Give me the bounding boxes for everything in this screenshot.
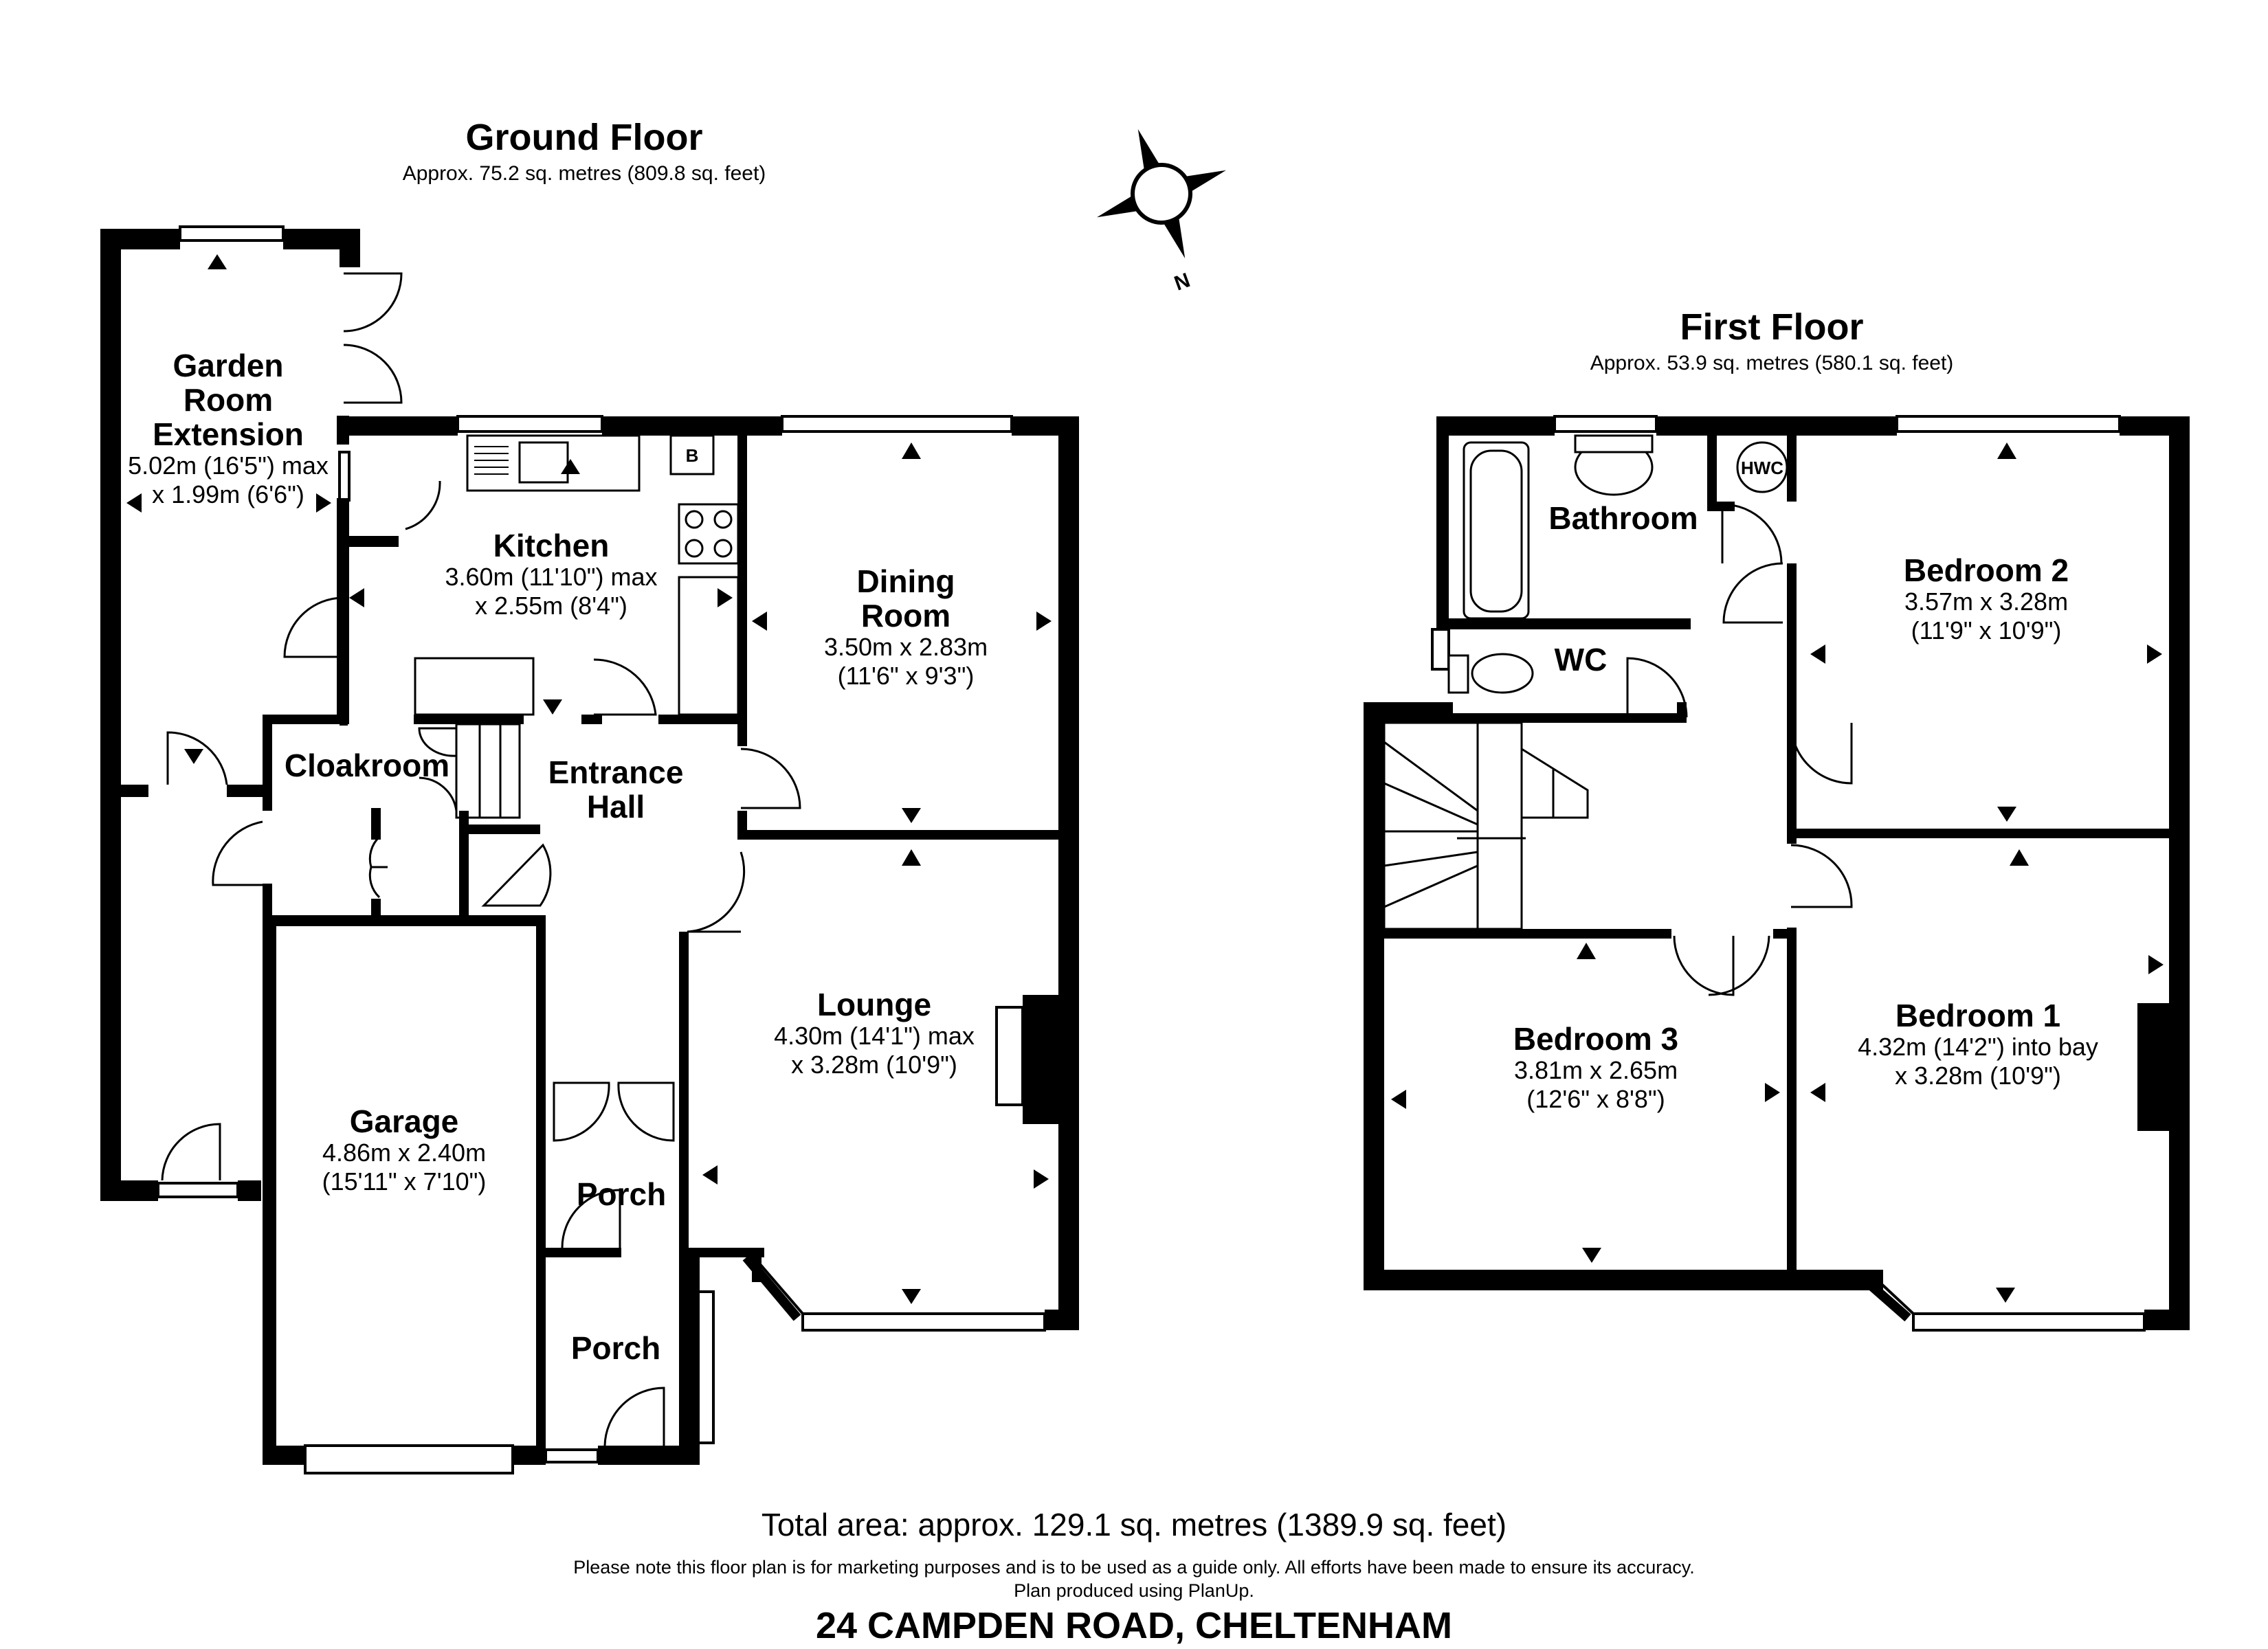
hot-water-cylinder-icon: [1736, 441, 1788, 493]
bedroom-3-dimensions: 3.81m x 2.65m: [1514, 1056, 1678, 1084]
lounge-dimensions: 4.30m (14'1") max: [774, 1022, 975, 1050]
ground-floor-doors: [161, 272, 801, 1446]
garden-room-dimensions: x 1.99m (6'6"): [152, 480, 304, 508]
kitchen-fixtures: [414, 434, 740, 716]
entrance-hall-name: Hall: [587, 789, 645, 824]
entrance-hall-name: Entrance: [548, 754, 684, 790]
dining-room-name: Room: [861, 598, 950, 633]
boiler-icon: [669, 434, 715, 475]
garage-dimensions: (15'11" x 7'10"): [322, 1167, 487, 1196]
ground-floor-windows: [157, 225, 1046, 1474]
compass-icon: N: [1097, 129, 1226, 295]
bedroom-3-dimensions: (12'6" x 8'8"): [1526, 1085, 1665, 1113]
address: 24 CAMPDEN ROAD, CHELTENHAM: [816, 1605, 1452, 1646]
disclaimer-line-1: Please note this floor plan is for marke…: [573, 1557, 1694, 1578]
garden-room-dimensions: 5.02m (16'5") max: [128, 451, 329, 480]
ground-floor-walls: [100, 229, 1079, 1465]
dining-room-dimensions: 3.50m x 2.83m: [824, 633, 988, 661]
bathroom-name: Bathroom: [1548, 500, 1698, 536]
ground-floor-title: Ground Floor: [466, 117, 703, 158]
first-floor-dimension-arrows: [1391, 442, 2164, 1303]
ground-floor-stairs: [418, 723, 521, 819]
garage-dimensions: 4.86m x 2.40m: [322, 1138, 486, 1167]
kitchen-dimensions: 3.60m (11'10") max: [445, 563, 657, 591]
disclaimer-line-2: Plan produced using PlanUp.: [1014, 1580, 1254, 1601]
lounge-dimensions: x 3.28m (10'9"): [791, 1051, 957, 1079]
garden-room-name: Room: [184, 382, 273, 418]
wc-name: WC: [1555, 642, 1608, 677]
garage-name: Garage: [350, 1103, 459, 1139]
first-floor-windows: [1431, 415, 2146, 1332]
garden-room-name: Extension: [153, 416, 304, 452]
first-floor-fixtures: [1447, 434, 1788, 694]
dining-room-dimensions: (11'6" x 9'3"): [838, 662, 975, 690]
sink-icon: [518, 441, 569, 484]
lounge-name: Lounge: [817, 987, 931, 1022]
bedroom-3-name: Bedroom 3: [1513, 1021, 1678, 1057]
first-floor-stairs: [1383, 721, 1589, 930]
bedroom-1-dimensions: 4.32m (14'2") into bay: [1858, 1033, 2098, 1061]
hwc-label: HWC: [1741, 458, 1783, 478]
porch-outer-name: Porch: [571, 1330, 660, 1366]
first-floor-area: Approx. 53.9 sq. metres (580.1 sq. feet): [1590, 352, 1954, 374]
bedroom-1-name: Bedroom 1: [1895, 998, 2060, 1033]
bedroom-2-dimensions: 3.57m x 3.28m: [1904, 587, 2068, 616]
porch-inner-name: Porch: [577, 1176, 666, 1212]
ground-floor-area: Approx. 75.2 sq. metres (809.8 sq. feet): [403, 162, 766, 185]
toilet-icon: [1471, 653, 1534, 694]
garden-room-name: Garden: [173, 348, 283, 383]
first-floor-title: First Floor: [1680, 306, 1864, 348]
bedroom-2-name: Bedroom 2: [1904, 552, 2069, 588]
dining-room-name: Dining: [856, 563, 955, 599]
first-floor-doors: [1626, 503, 1853, 996]
cloakroom-name: Cloakroom: [285, 748, 449, 783]
first-floor-walls: [1364, 416, 2190, 1330]
boiler-label: B: [686, 445, 699, 466]
kitchen-name: Kitchen: [493, 528, 610, 563]
ground-floor-dimension-arrows: [126, 254, 1052, 1304]
kitchen-dimensions: x 2.55m (8'4"): [475, 592, 627, 620]
bedroom-2-dimensions: (11'9" x 10'9"): [1911, 616, 2062, 644]
compass-north-label: N: [1171, 269, 1193, 295]
total-area: Total area: approx. 129.1 sq. metres (13…: [761, 1507, 1507, 1543]
bedroom-1-dimensions: x 3.28m (10'9"): [1895, 1062, 2061, 1090]
